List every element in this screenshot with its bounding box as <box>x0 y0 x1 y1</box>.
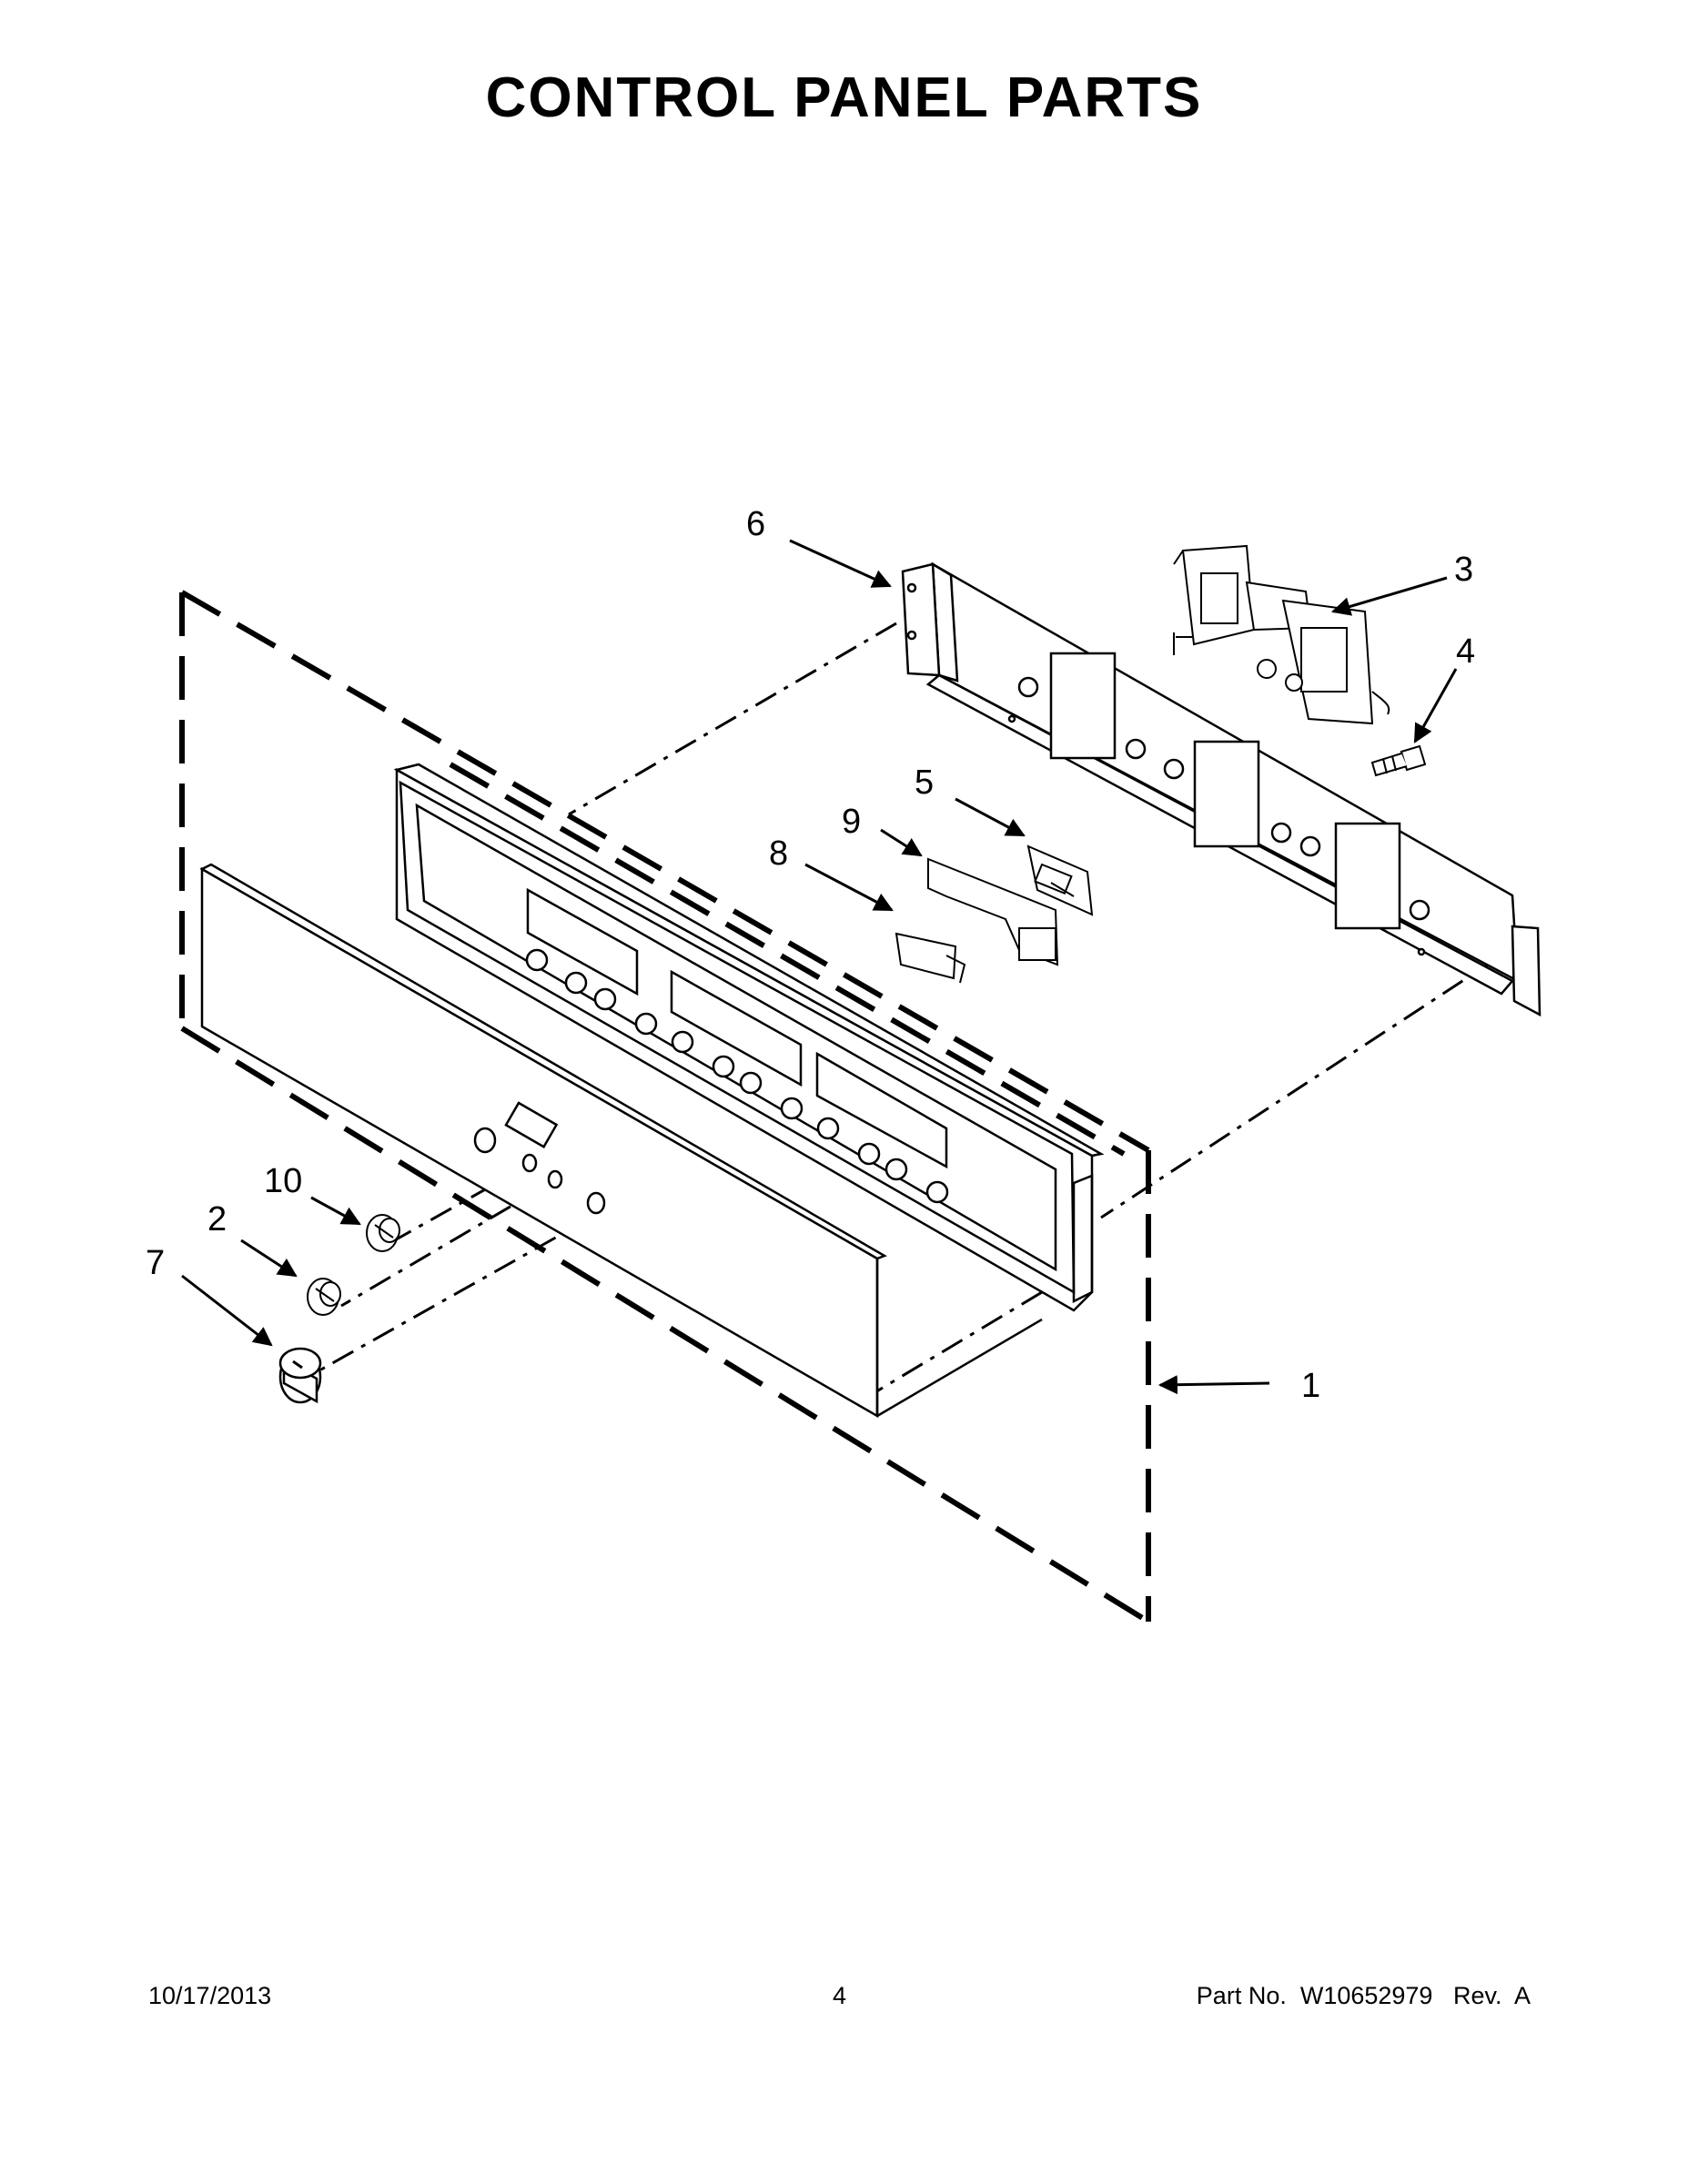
assembly-boundary <box>179 590 1151 1624</box>
control-switch-assembly <box>1173 544 1390 725</box>
knob <box>278 1347 322 1404</box>
callout-4: 4 <box>1456 632 1475 671</box>
button-lens <box>895 932 966 984</box>
mounting-bracket <box>901 561 1541 1017</box>
callout-10: 10 <box>264 1162 302 1200</box>
alignment-lines <box>304 622 1502 1403</box>
knob-adapter-2 <box>307 1278 341 1316</box>
callout-8: 8 <box>769 834 788 873</box>
footer-date: 10/17/2013 <box>148 1982 272 2009</box>
display-lens-holder <box>927 857 1059 966</box>
display-board <box>1026 844 1094 916</box>
callout-5: 5 <box>915 763 934 802</box>
callout-9: 9 <box>842 803 861 841</box>
callout-7: 7 <box>146 1244 165 1282</box>
callout-1: 1 <box>1301 1367 1320 1405</box>
front-control-panel <box>199 863 1043 1419</box>
page-title: CONTROL PANEL PARTS <box>485 66 1203 129</box>
callout-arrows <box>181 539 1458 1395</box>
footer-page-number: 4 <box>833 1982 847 2009</box>
footer-part-number: Part No. W10652979 Rev. A <box>1196 1982 1531 2009</box>
screw <box>1370 744 1427 777</box>
callout-3: 3 <box>1454 551 1473 589</box>
callout-labels: 6 3 4 5 9 8 10 2 7 1 <box>146 505 1475 1405</box>
knob-adapter-10 <box>366 1214 400 1252</box>
callout-2: 2 <box>207 1200 227 1239</box>
callout-6: 6 <box>746 505 765 543</box>
control-panel-frame <box>393 763 1105 1312</box>
